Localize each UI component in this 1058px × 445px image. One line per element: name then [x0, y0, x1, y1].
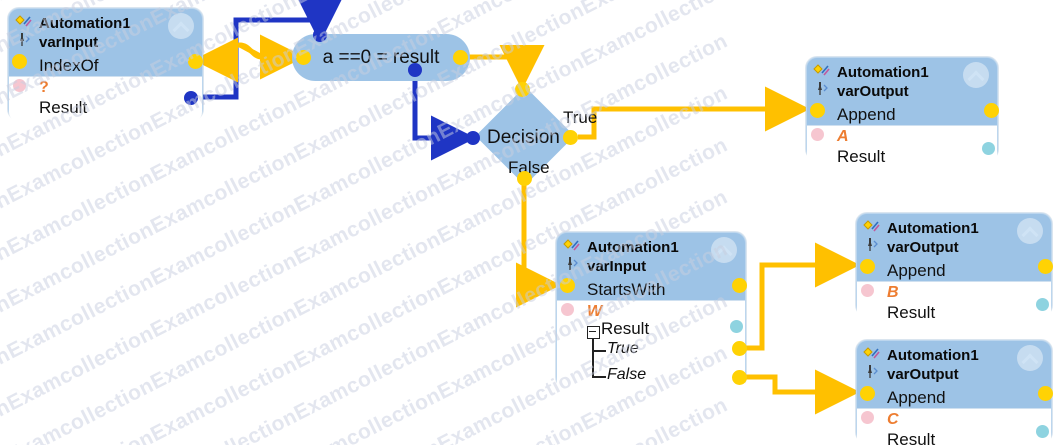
port-method-in-indexof[interactable]	[12, 54, 27, 69]
node-header: Automation1 varOutput	[807, 58, 997, 104]
node-title-line1: Automation1	[887, 347, 979, 364]
port-method-in-output-b[interactable]	[860, 259, 875, 274]
node-param-label: ?	[39, 79, 49, 96]
node-header: Automation1 varOutput	[857, 341, 1051, 387]
chevron-up-icon[interactable]	[168, 13, 194, 39]
pin-icon	[864, 364, 879, 379]
port-param-indexof[interactable]	[13, 79, 26, 92]
variable-icon	[863, 347, 880, 360]
port-method-in-output-c[interactable]	[860, 386, 875, 401]
port-data-out-output-c[interactable]	[1038, 386, 1053, 401]
port-false-decision[interactable]	[517, 171, 532, 186]
node-body: B Result	[857, 281, 1051, 327]
node-result-label: Result	[887, 430, 936, 445]
node-title-line2: varOutput	[887, 239, 959, 256]
port-flow-in-decision[interactable]	[466, 131, 480, 145]
node-method-label: IndexOf	[39, 56, 99, 75]
node-automation1-varinput-startswith[interactable]: Automation1 varInput StartsWith W Result…	[556, 232, 746, 398]
node-title-line2: varOutput	[837, 83, 909, 100]
node-automation1-varoutput-a[interactable]: Automation1 varOutput Append A Result	[806, 57, 998, 171]
node-body: C Result	[857, 408, 1051, 445]
port-data-out-startswith[interactable]	[732, 278, 747, 293]
node-method-label: Append	[887, 261, 946, 280]
node-automation1-varinput-indexof[interactable]: Automation1 varInput IndexOf ? Result	[8, 8, 203, 122]
node-param-label: C	[887, 411, 899, 428]
node-header: Automation1 varOutput	[857, 214, 1051, 260]
node-title-line1: Automation1	[887, 220, 979, 237]
port-result-startswith[interactable]	[730, 320, 743, 333]
variable-icon	[563, 239, 580, 252]
decision-label: Decision	[487, 127, 560, 148]
node-param-label: B	[887, 284, 899, 301]
port-param-startswith[interactable]	[561, 303, 574, 316]
port-false-startswith[interactable]	[732, 370, 747, 385]
port-data-out-expression[interactable]	[453, 50, 468, 65]
node-method-label: Append	[837, 105, 896, 124]
node-result-label: Result	[601, 319, 650, 338]
port-param-output-c[interactable]	[861, 411, 874, 424]
node-title-line1: Automation1	[587, 239, 679, 256]
port-result-output-a[interactable]	[982, 142, 995, 155]
port-result-output-b[interactable]	[1036, 298, 1049, 311]
node-method-label: StartsWith	[587, 280, 666, 299]
chevron-up-icon[interactable]	[963, 62, 989, 88]
node-body: A Result	[807, 125, 997, 171]
node-method-label: Append	[887, 388, 946, 407]
node-param-label: W	[587, 303, 603, 320]
variable-icon	[813, 64, 830, 77]
node-title-line2: varInput	[587, 258, 647, 275]
decision-true-label: True	[563, 108, 598, 127]
port-method-in-startswith[interactable]	[560, 278, 575, 293]
node-body: W Result True False	[557, 300, 745, 398]
port-data-out-indexof[interactable]	[188, 54, 203, 69]
port-data-out-output-a[interactable]	[984, 103, 999, 118]
node-title-line2: varOutput	[887, 366, 959, 383]
node-title-line1: Automation1	[39, 15, 131, 32]
node-param-label: A	[837, 128, 849, 145]
port-param-output-a[interactable]	[811, 128, 824, 141]
port-param-output-b[interactable]	[861, 284, 874, 297]
node-header: Automation1 varInput	[9, 9, 202, 55]
node-header: Automation1 varInput	[557, 233, 745, 279]
port-flow-out-expression[interactable]	[408, 63, 422, 77]
node-title-line2: varInput	[39, 34, 99, 51]
node-automation1-varoutput-c[interactable]: Automation1 varOutput Append C Result	[856, 340, 1052, 445]
node-automation1-varoutput-b[interactable]: Automation1 varOutput Append B Result	[856, 213, 1052, 327]
variable-icon	[15, 15, 32, 28]
pin-icon	[564, 256, 579, 271]
node-body: ? Result	[9, 76, 202, 122]
pin-icon	[16, 32, 31, 47]
node-result-label: Result	[39, 98, 88, 117]
port-flow-out-indexof[interactable]	[184, 91, 198, 105]
port-data-in-decision[interactable]	[515, 82, 530, 97]
node-expression[interactable]: a ==0 = result	[292, 34, 470, 81]
port-true-decision[interactable]	[563, 130, 578, 145]
tree-vline	[592, 338, 594, 378]
node-result-label: Result	[837, 147, 886, 166]
tree-branch-true	[592, 350, 606, 352]
port-true-startswith[interactable]	[732, 341, 747, 356]
port-method-in-output-a[interactable]	[810, 103, 825, 118]
tree-branch-false	[592, 376, 606, 378]
node-title-line1: Automation1	[837, 64, 929, 81]
chevron-up-icon[interactable]	[1017, 345, 1043, 371]
pin-icon	[864, 237, 879, 252]
expression-text: a ==0 = result	[322, 46, 440, 68]
port-data-in-expression[interactable]	[296, 50, 311, 65]
chevron-up-icon[interactable]	[1017, 218, 1043, 244]
tree-label-false: False	[607, 366, 647, 383]
chevron-up-icon[interactable]	[711, 237, 737, 263]
variable-icon	[863, 220, 880, 233]
port-data-out-output-b[interactable]	[1038, 259, 1053, 274]
pin-icon	[814, 81, 829, 96]
port-result-output-c[interactable]	[1036, 425, 1049, 438]
port-flow-in-expression[interactable]	[313, 28, 327, 42]
tree-label-true: True	[607, 340, 639, 357]
node-result-label: Result	[887, 303, 936, 322]
